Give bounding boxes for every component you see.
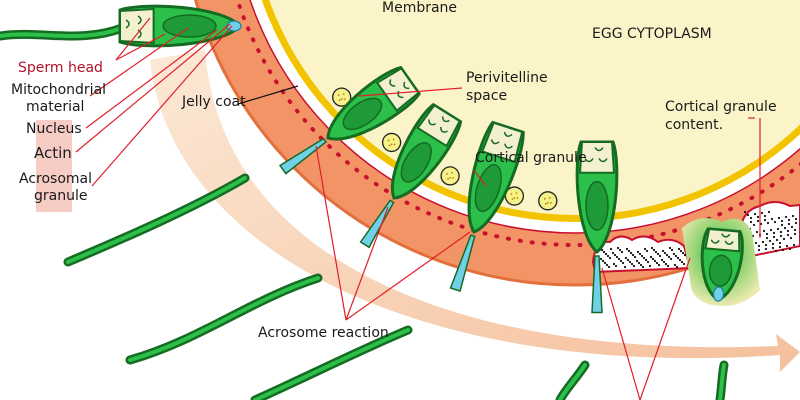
acrosome-reaction-label: Acrosome reaction: [258, 325, 389, 341]
cortical-content-label-1: Cortical granule: [665, 99, 777, 115]
actin-label: Actin: [34, 144, 72, 162]
sperm-head-label: Sperm head: [18, 60, 103, 76]
membrane-label: Membrane: [382, 0, 457, 16]
acrosomal-label-1: Acrosomal: [19, 171, 92, 187]
cortical-granule: [441, 167, 459, 185]
perivitelline-label-2: space: [466, 88, 507, 104]
sperm-cell: [0, 6, 241, 46]
cortical-granule: [383, 133, 401, 151]
cortical-content-label-2: content.: [665, 117, 723, 133]
perivitelline-label-1: Perivitelline: [466, 70, 548, 86]
jelly-coat-label: Jelly coat: [181, 94, 246, 110]
mitochondrial-label-1: Mitochondrial: [11, 82, 106, 98]
cortical-granule: [539, 192, 557, 210]
acrosomal-label-2: granule: [34, 188, 87, 204]
sperm-cell: [698, 229, 744, 400]
mitochondrial-label-2: material: [26, 99, 84, 115]
nucleus-label: Nucleus: [26, 121, 82, 137]
cortical-granule-label: Cortical granule: [475, 150, 587, 166]
egg-cytoplasm-label: EGG CYTOPLASM: [592, 26, 712, 42]
